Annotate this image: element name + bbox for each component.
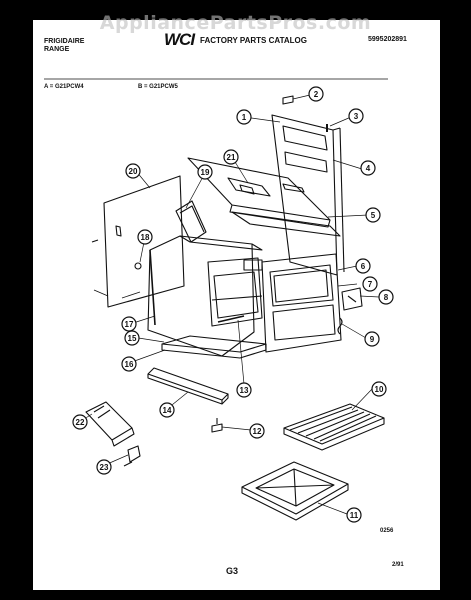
callout-6: 6 xyxy=(355,258,371,274)
callout-circle xyxy=(72,414,88,430)
callout-circle xyxy=(236,109,252,125)
model-a-label: A = G21PCW4 xyxy=(44,84,84,90)
hinge-spring xyxy=(337,317,343,335)
callout-circle xyxy=(121,356,137,372)
catalog-title: FACTORY PARTS CATALOG xyxy=(200,36,307,45)
callout-8: 8 xyxy=(378,289,394,305)
callout-number: 19 xyxy=(201,168,210,177)
page-label: G3 xyxy=(226,566,239,576)
oven-door xyxy=(261,253,342,353)
callout-circle xyxy=(249,423,265,439)
callout-circle xyxy=(364,331,380,347)
callout-circle xyxy=(365,207,381,223)
leveling-leg xyxy=(211,423,223,433)
callout-circle xyxy=(360,160,376,176)
oven-liner xyxy=(147,235,255,357)
catalog-number: 5995202891 xyxy=(368,36,407,43)
callout-number: 14 xyxy=(163,406,172,415)
brand-name: FRIGIDAIRE xyxy=(44,38,85,45)
callout-circle xyxy=(308,86,324,102)
callout-number: 4 xyxy=(366,164,371,173)
product-type: RANGE xyxy=(44,46,70,53)
callout-18: 18 xyxy=(137,229,153,245)
callout-number: 12 xyxy=(253,427,262,436)
drawer-pan xyxy=(161,335,267,353)
callout-circle xyxy=(124,330,140,346)
callout-19: 19 xyxy=(197,164,213,180)
callout-number: 13 xyxy=(240,386,249,395)
callout-number: 2 xyxy=(314,90,319,99)
callout-17: 17 xyxy=(121,316,137,332)
callout-4: 4 xyxy=(360,160,376,176)
callout-circle xyxy=(348,108,364,124)
callout-circle xyxy=(346,507,362,523)
vent-bracket xyxy=(175,200,207,243)
callout-number: 9 xyxy=(370,335,375,344)
callout-circle xyxy=(362,276,378,292)
print-date: 2/91 xyxy=(392,562,404,568)
callout-circle xyxy=(96,459,112,475)
callout-circle xyxy=(371,381,387,397)
callout-number: 11 xyxy=(350,511,359,520)
callout-5: 5 xyxy=(365,207,381,223)
callout-number: 7 xyxy=(368,280,373,289)
callout-number: 5 xyxy=(371,211,376,220)
callout-number: 18 xyxy=(141,233,150,242)
callout-number: 15 xyxy=(128,334,137,343)
callout-15: 15 xyxy=(124,330,140,346)
callout-number: 17 xyxy=(125,320,134,329)
callout-circle xyxy=(378,289,394,305)
callout-1: 1 xyxy=(236,109,252,125)
callout-10: 10 xyxy=(371,381,387,397)
callout-number: 6 xyxy=(361,262,366,271)
screw-2 xyxy=(282,95,294,105)
callout-13: 13 xyxy=(236,382,252,398)
callout-20: 20 xyxy=(125,163,141,179)
callout-9: 9 xyxy=(364,331,380,347)
callout-circle xyxy=(121,316,137,332)
watermark: AppliancePartsPros.com xyxy=(99,12,372,34)
callout-number: 16 xyxy=(125,360,134,369)
callout-number: 3 xyxy=(354,112,359,121)
callout-circle xyxy=(159,402,175,418)
model-b-label: B = G21PCW5 xyxy=(138,84,178,90)
callout-circle xyxy=(137,229,153,245)
clamp xyxy=(127,445,141,463)
wci-logo: WCI xyxy=(164,30,195,49)
callout-number: 1 xyxy=(242,113,247,122)
callout-circle xyxy=(223,149,239,165)
callout-3: 3 xyxy=(348,108,364,124)
side-panel xyxy=(103,175,185,308)
callout-number: 8 xyxy=(384,293,389,302)
callout-number: 22 xyxy=(76,418,85,427)
kick-plate xyxy=(147,367,229,401)
callout-circle xyxy=(197,164,213,180)
callout-2: 2 xyxy=(308,86,324,102)
callout-number: 21 xyxy=(227,153,236,162)
callout-23: 23 xyxy=(96,459,112,475)
callout-21: 21 xyxy=(223,149,239,165)
callout-number: 10 xyxy=(375,385,384,394)
diagram-page xyxy=(33,20,440,590)
burner-bracket xyxy=(85,401,133,441)
callout-circle xyxy=(236,382,252,398)
callout-16: 16 xyxy=(121,356,137,372)
callout-number: 23 xyxy=(100,463,109,472)
callout-circle xyxy=(355,258,371,274)
door-hinge xyxy=(341,287,363,311)
drawing-code: 0256 xyxy=(380,528,394,534)
callout-12: 12 xyxy=(249,423,265,439)
callout-22: 22 xyxy=(72,414,88,430)
callout-number: 20 xyxy=(129,167,138,176)
callout-11: 11 xyxy=(346,507,362,523)
callout-7: 7 xyxy=(362,276,378,292)
callout-circle xyxy=(125,163,141,179)
callout-14: 14 xyxy=(159,402,175,418)
